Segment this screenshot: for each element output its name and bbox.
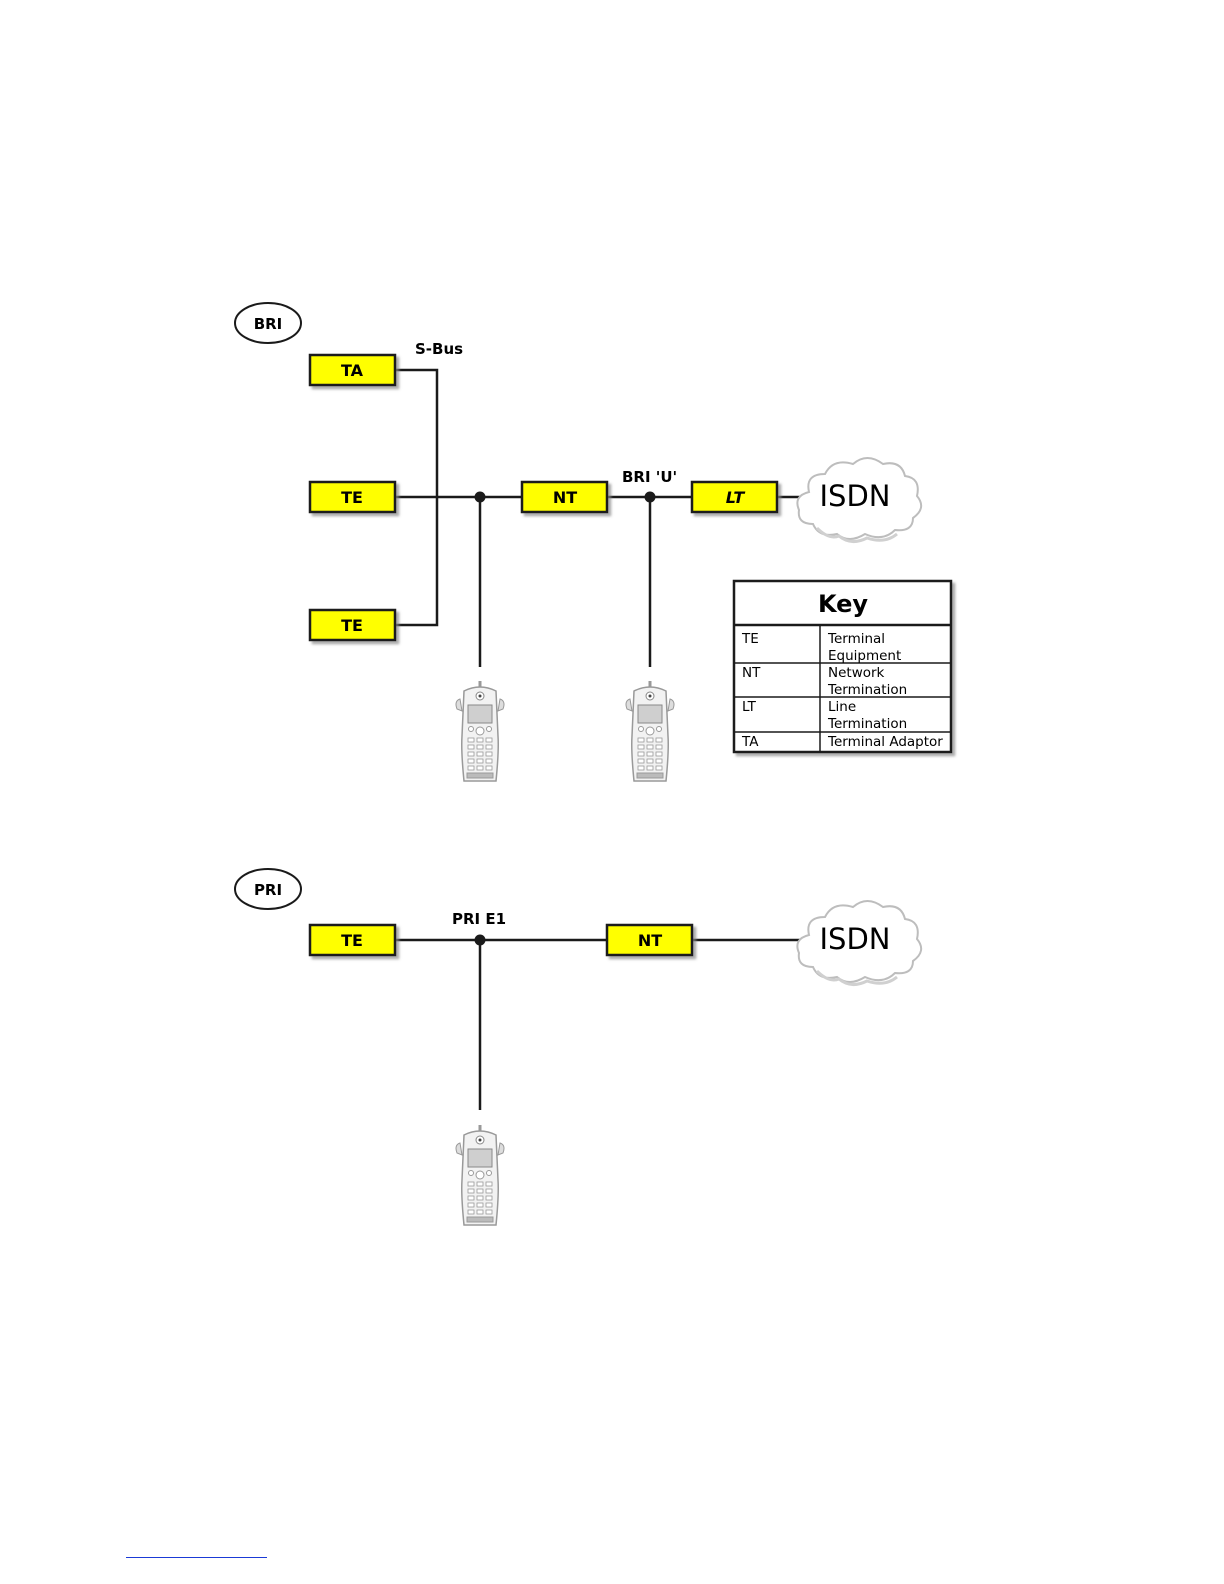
key-abbr: TA — [741, 734, 759, 750]
te-box-bri-1: TE — [310, 482, 395, 512]
te-box-bri-2: TE — [310, 610, 395, 640]
te-box-label: TE — [341, 931, 363, 950]
ta-box: TA — [310, 355, 395, 385]
sbus-label: S-Bus — [415, 340, 463, 358]
footnote-rule — [126, 1557, 267, 1558]
te-box-pri: TE — [310, 925, 395, 955]
pri-section: PRI PRI E1 TE NT ISDN — [235, 869, 921, 1225]
key-abbr: LT — [742, 699, 757, 715]
isdn-cloud-label: ISDN — [820, 922, 891, 956]
bri-sbus-junction — [475, 492, 486, 503]
bri-label: BRI — [254, 315, 283, 333]
key-desc: Equipment — [828, 648, 901, 664]
nt-box-label: NT — [553, 488, 577, 507]
lt-box: LT — [692, 482, 777, 512]
pri-connections — [395, 940, 800, 1110]
nt-box-pri: NT — [607, 925, 692, 955]
key-table: Key TE Terminal Equipment NT Network Ter… — [734, 581, 951, 752]
key-desc: Termination — [827, 716, 907, 732]
pri-label: PRI — [254, 881, 282, 899]
te-box-label: TE — [341, 616, 363, 635]
bri-u-label: BRI 'U' — [622, 468, 677, 486]
key-abbr: NT — [742, 665, 761, 681]
nt-box-label: NT — [638, 931, 662, 950]
te-box-label: TE — [341, 488, 363, 507]
ta-box-label: TA — [341, 361, 364, 380]
handheld-tester-icon — [456, 681, 504, 781]
key-desc: Line — [828, 699, 856, 715]
handheld-tester-icon — [456, 1125, 504, 1225]
key-title: Key — [818, 590, 868, 618]
key-desc: Network — [828, 665, 885, 681]
key-desc: Terminal — [827, 631, 885, 647]
key-abbr: TE — [741, 631, 759, 647]
nt-box-bri: NT — [522, 482, 607, 512]
pri-e1-junction — [475, 935, 486, 946]
key-desc: Termination — [827, 682, 907, 698]
handheld-tester-icon — [626, 681, 674, 781]
lt-box-label: LT — [726, 488, 746, 507]
isdn-cloud-label: ISDN — [820, 479, 891, 513]
bri-u-junction — [645, 492, 656, 503]
pri-e1-label: PRI E1 — [452, 910, 506, 928]
key-desc: Terminal Adaptor — [827, 734, 943, 750]
